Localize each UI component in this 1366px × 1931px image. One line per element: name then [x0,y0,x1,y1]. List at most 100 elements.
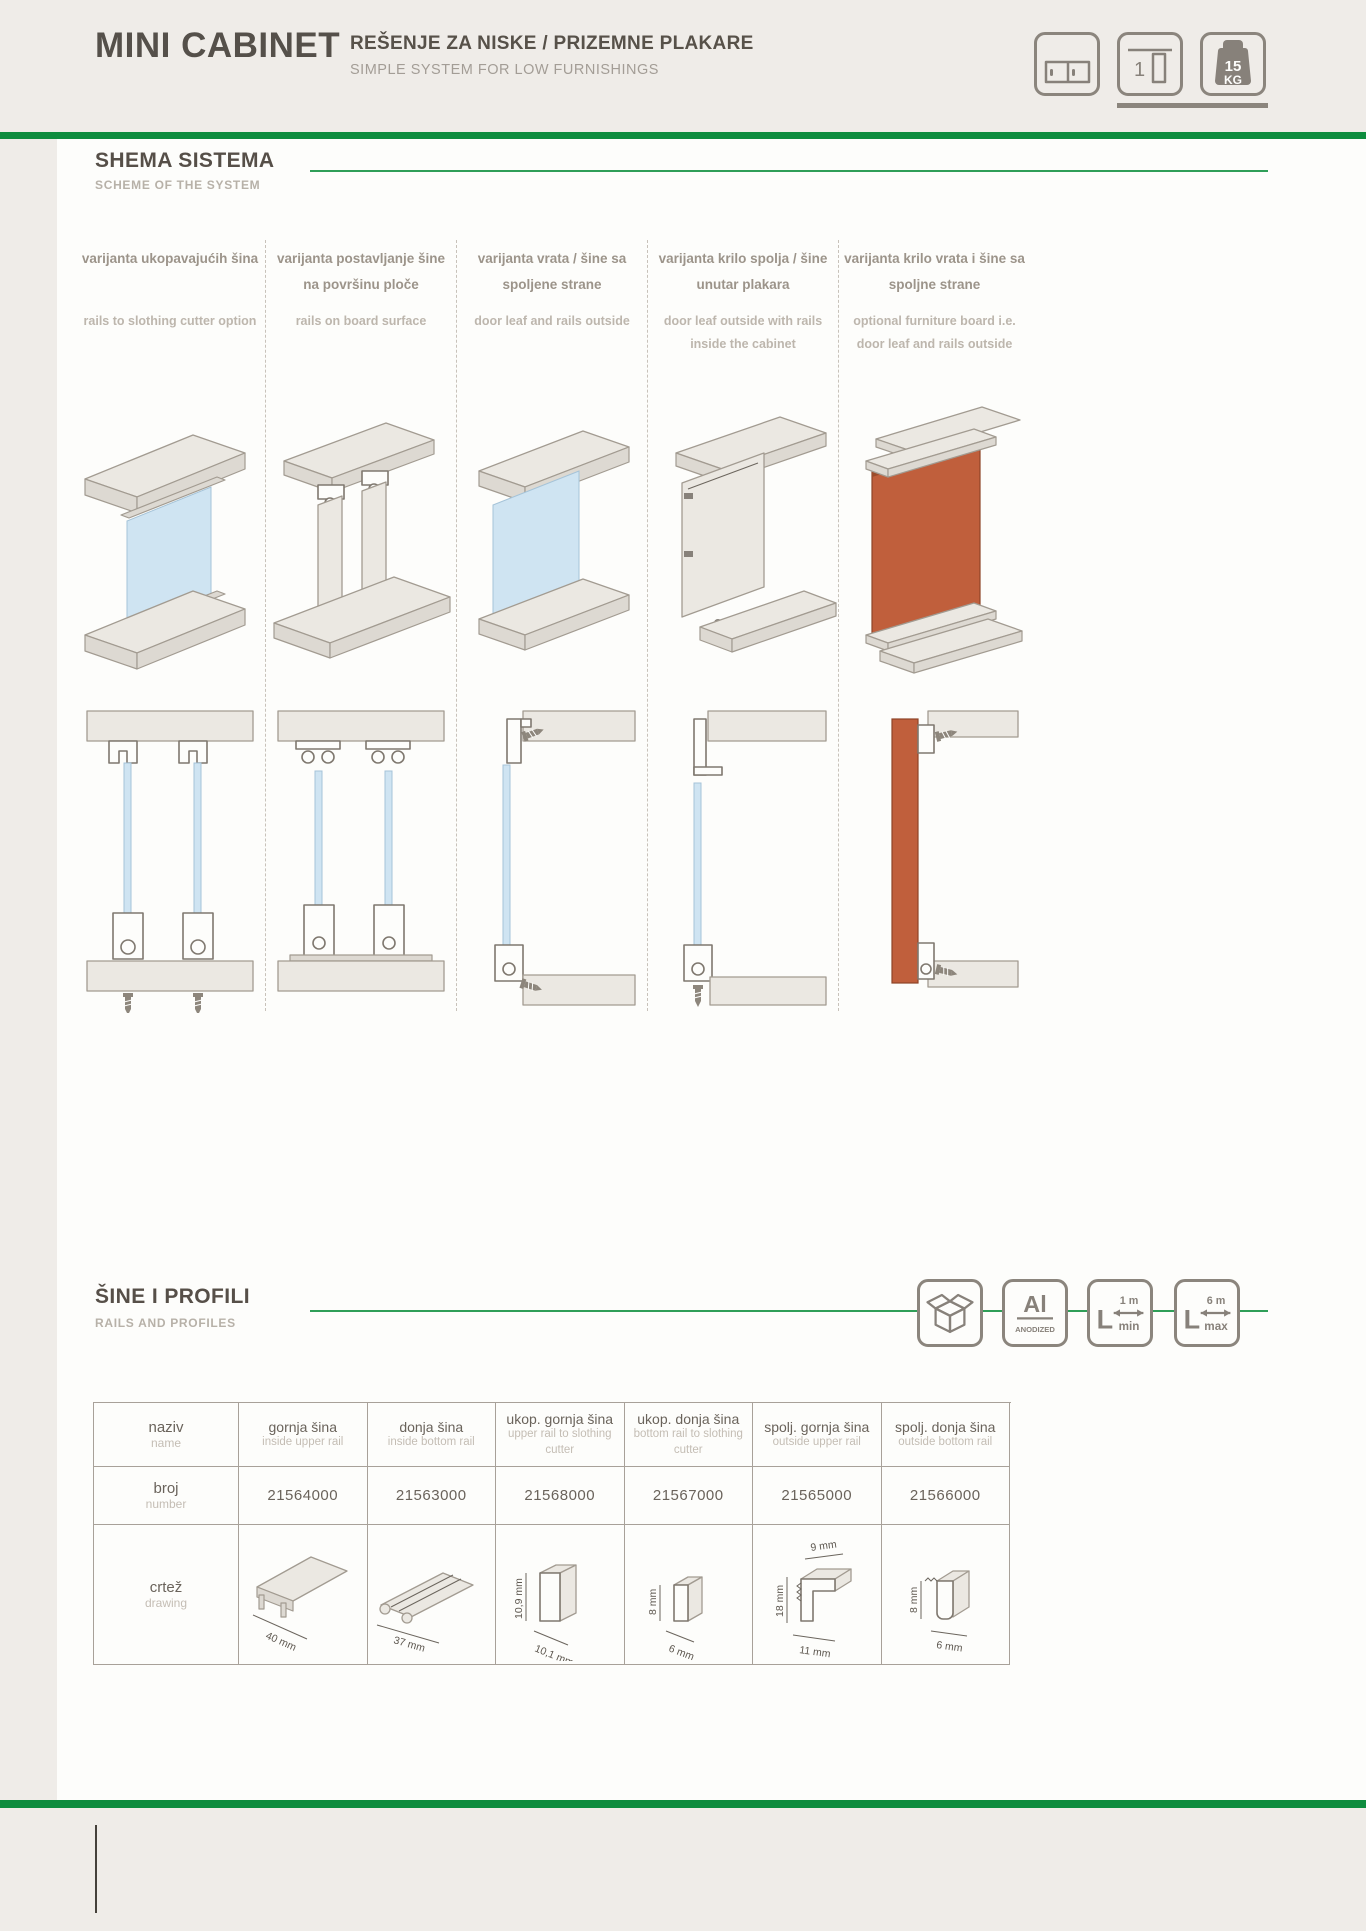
variant-3-3d-illustration [457,398,647,693]
product-4-profile-drawing: 8 mm 6 mm [647,1575,703,1661]
variant-2-3d-illustration [266,398,456,693]
rails-section-title: ŠINE I PROFILI [95,1285,250,1308]
product-2-drawing-cell: 37 mm [367,1525,496,1665]
product-1-number: 21564000 [267,1487,339,1504]
product-3-dim-width: 10,1 mm [533,1642,576,1660]
weight-unit: KG [1224,73,1242,87]
product-4-dim-width: 6 mm [667,1642,696,1660]
product-6-drawing-cell: 8 mm 6 mm [881,1525,1010,1665]
package-box-icon [917,1279,983,1347]
product-4-dim-height: 8 mm [647,1588,659,1615]
page-title: MINI CABINET [95,26,341,65]
header-icons-underline [1117,103,1268,108]
product-4-name-sr: ukop. donja šina [637,1410,740,1427]
variant-3-cross-section [457,693,647,1011]
length-max-sub: max [1204,1320,1228,1333]
product-6-profile-drawing: 8 mm 6 mm [908,1569,970,1655]
length-max-value: 6 m [1207,1295,1226,1307]
product-2-number-cell: 21563000 [367,1467,496,1525]
variant-3-subtitle: door leaf and rails outside [474,314,630,328]
product-4-number: 21567000 [652,1487,724,1504]
product-3-number-cell: 21568000 [496,1467,625,1525]
product-6-name-sr: spolj. donja šina [895,1418,996,1435]
bottom-green-divider [0,1800,1366,1808]
product-3-number: 21568000 [524,1487,596,1504]
length-min-sub: min [1119,1320,1140,1333]
product-6-dim-width: 6 mm [936,1639,964,1655]
product-1-name-en: inside upper rail [262,1435,344,1448]
table-row-broj-label: broj number [94,1467,239,1525]
variant-1-title: varijanta ukopavajućih šina [81,251,259,266]
naziv-label-sr: naziv [148,1419,184,1436]
variant-column-3: varijanta vrata / šine sa spoljene stran… [457,240,648,1011]
door-count-value: 1 [1134,59,1145,81]
product-2-number: 21563000 [395,1487,467,1504]
product-1-profile-drawing: 40 mm [252,1555,348,1653]
product-3-dim-height: 10,9 mm [513,1577,525,1618]
product-6-dim-height: 8 mm [908,1586,920,1613]
variant-1-3d-illustration [75,398,265,693]
naziv-label-en: name [150,1436,182,1450]
page-subtitle-sr: REŠENJE ZA NISKE / PRIZEMNE PLAKARE [350,33,754,54]
product-5-number: 21565000 [781,1487,853,1504]
table-header-product-6: spolj. donja šina outside bottom rail [881,1403,1010,1467]
top-green-divider [0,132,1366,139]
sliding-cabinet-icon [1034,32,1100,96]
product-1-name-sr: gornja šina [268,1418,338,1435]
rails-section-subtitle: RAILS AND PROFILES [95,1316,236,1330]
variant-column-1: varijanta ukopavajućih šina rails to slo… [75,240,266,1013]
variant-5-cross-section [839,693,1030,1011]
length-min-icon: L 1 m min [1087,1279,1153,1347]
product-3-name-sr: ukop. gornja šina [506,1410,614,1427]
variant-column-4: varijanta krilo spolja / šine unutar pla… [648,240,839,1011]
variant-5-subtitle: optional furniture board i.e. door leaf … [853,314,1016,351]
table-header-product-5: spolj. gornja šina outside upper rail [753,1403,882,1467]
product-5-drawing-cell: 9 mm 18 mm 11 mm [753,1525,882,1665]
variant-2-subtitle: rails on board surface [295,314,427,328]
rails-heading-rule [310,1310,1268,1312]
broj-label-sr: broj [153,1480,179,1497]
variant-4-title: varijanta krilo spolja / šine unutar pla… [658,251,828,292]
variant-4-subtitle: door leaf outside with rails inside the … [663,314,823,351]
door-count-icon: 1 [1117,32,1183,96]
aluminium-label: Al [1023,1291,1046,1317]
product-2-profile-drawing: 37 mm [377,1571,474,1654]
table-header-product-1: gornja šina inside upper rail [239,1403,368,1467]
product-1-dim-width: 40 mm [264,1629,298,1653]
product-4-name-en: bottom rail to slothing cutter [633,1427,743,1456]
product-5-number-cell: 21565000 [753,1467,882,1525]
weight-icon: 15 KG [1200,32,1266,96]
variant-5-title: varijanta krilo vrata i šine sa spoljne … [844,251,1025,292]
aluminium-anodized-icon: Al ANODIZED [1002,1279,1068,1347]
product-5-profile-drawing: 9 mm 18 mm 11 mm [774,1538,852,1660]
product-6-number-cell: 21566000 [881,1467,1010,1525]
length-letter: L [1097,1304,1114,1334]
product-3-drawing-cell: 10,9 mm 10,1 mm [496,1525,625,1665]
variant-column-2: varijanta postavljanje šine na površinu … [266,240,457,1011]
product-6-number: 21566000 [909,1487,981,1504]
variant-column-5: varijanta krilo vrata i šine sa spoljne … [839,240,1030,1011]
product-4-drawing-cell: 8 mm 6 mm [624,1525,753,1665]
page-subtitle-en: SIMPLE SYSTEM FOR LOW FURNISHINGS [350,62,659,78]
length-min-value: 1 m [1120,1295,1139,1307]
variant-1-cross-section [75,693,265,1013]
variant-4-cross-section [648,693,838,1011]
variant-1-subtitle: rails to slothing cutter option [83,314,257,328]
weight-value: 15 [1225,58,1242,75]
product-2-name-en: inside bottom rail [387,1435,475,1448]
length-letter: L [1184,1304,1201,1334]
scheme-section-subtitle: SCHEME OF THE SYSTEM [95,178,261,192]
table-header-product-2: donja šina inside bottom rail [367,1403,496,1467]
table-header-product-3: ukop. gornja šina upper rail to slothing… [496,1403,625,1467]
length-max-icon: L 6 m max [1174,1279,1240,1347]
variant-2-cross-section [266,693,456,1011]
variant-2-title: varijanta postavljanje šine na površinu … [276,251,446,292]
product-5-name-en: outside upper rail [772,1435,861,1448]
scheme-heading-rule [310,170,1268,172]
variant-3-title: varijanta vrata / šine sa spoljene stran… [477,251,627,292]
product-6-name-en: outside bottom rail [898,1435,993,1448]
product-1-number-cell: 21564000 [239,1467,368,1525]
variant-4-3d-illustration [648,398,838,693]
product-3-profile-drawing: 10,9 mm 10,1 mm [513,1563,577,1661]
crtez-label-en: drawing [144,1596,188,1610]
